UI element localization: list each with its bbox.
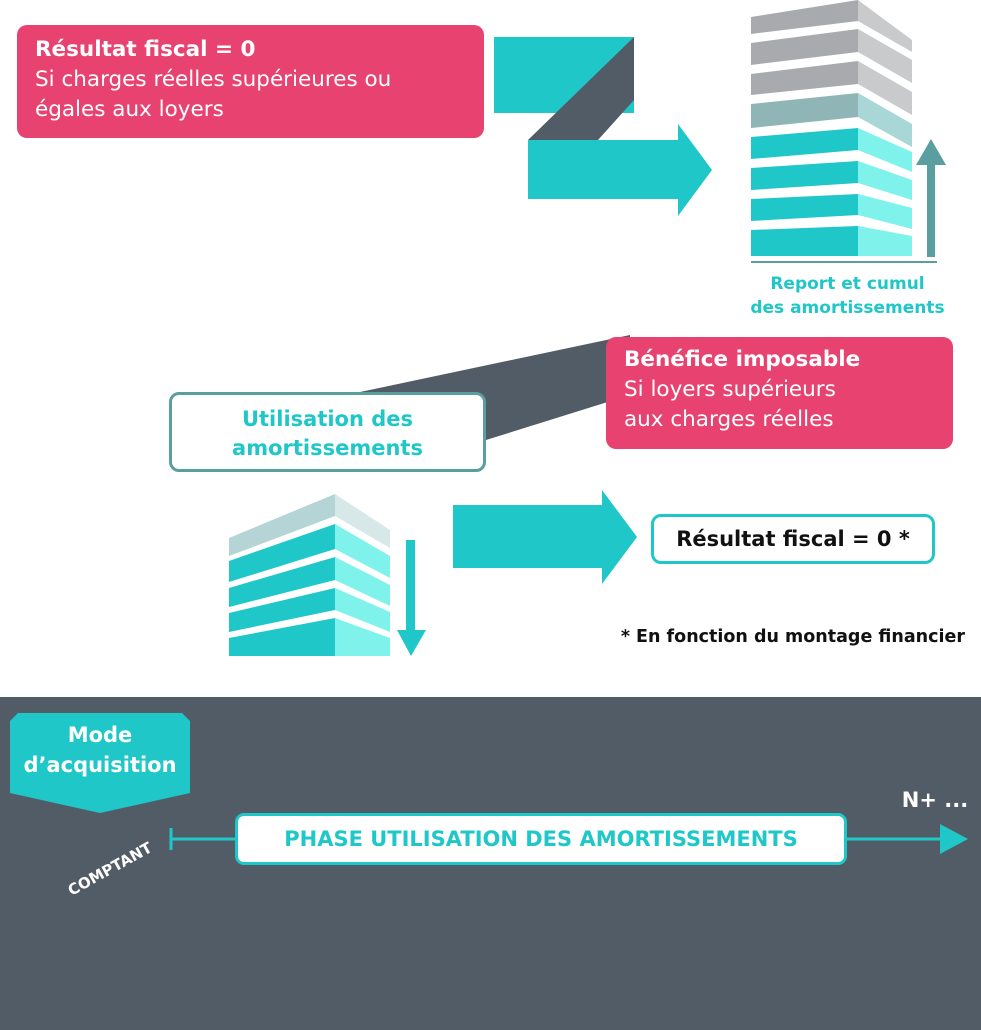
z-arrow-bottom-head [528, 124, 712, 216]
small-building-side [335, 494, 390, 548]
building-side [858, 0, 912, 52]
building-side [858, 161, 912, 200]
building-floor [751, 29, 858, 65]
building-side [858, 194, 912, 229]
small-building-side [335, 618, 390, 656]
z-shaped-flow-arrow-icon [494, 37, 712, 216]
building-side [858, 226, 912, 256]
building-side [858, 93, 912, 147]
utilisation-box: Utilisation des amortissements [169, 392, 486, 472]
benefice-line2: aux charges réelles [624, 407, 834, 432]
footnote: * En fonction du montage financier [620, 627, 965, 647]
building-floor [751, 226, 858, 256]
small-stacked-building-icon [229, 494, 390, 656]
small-building-floor [229, 588, 335, 632]
building-floor [751, 0, 858, 34]
building-floor [751, 93, 858, 128]
building-side [858, 128, 912, 172]
building-side [858, 29, 912, 83]
building-floor [751, 161, 858, 190]
utilisation-line2: amortissements [232, 436, 423, 460]
mode-label: Mode d’acquisition [10, 720, 190, 780]
fiscal-zero-box: Résultat fiscal = 0 Si charges réelles s… [17, 25, 484, 138]
timeline-arrowhead [940, 824, 968, 854]
small-building-side [335, 524, 390, 578]
building-floor [751, 194, 858, 221]
report-label: Report et cumul des amortissements [735, 272, 960, 320]
small-building-floor [229, 557, 335, 607]
report-label-line1: Report et cumul [770, 274, 925, 294]
fiscal-zero-line2: égales aux loyers [35, 97, 224, 122]
small-building-floor [229, 618, 335, 656]
phase-box: PHASE UTILISATION DES AMORTISSEMENTS [235, 813, 847, 865]
benefice-title: Bénéfice imposable [624, 347, 861, 372]
small-building-floor [229, 494, 335, 556]
arrow-right-icon [453, 490, 637, 584]
benefice-line1: Si loyers supérieurs [624, 377, 836, 402]
z-arrow-diagonal [528, 37, 634, 140]
end-label: N+ ... [901, 788, 969, 812]
report-label-line2: des amortissements [750, 298, 945, 318]
building-floor [751, 128, 858, 159]
diagram-graphics [229, 0, 946, 656]
small-building-floor [229, 524, 335, 582]
small-building-side [335, 588, 390, 632]
arrow-up-icon [916, 139, 946, 257]
building-floor [751, 61, 858, 95]
utilisation-line1: Utilisation des [241, 407, 414, 431]
benefice-box: Bénéfice imposable Si loyers supérieurs … [606, 337, 953, 449]
result-zero-box: Résultat fiscal = 0 * [651, 514, 935, 564]
mode-label-line1: Mode [67, 723, 133, 747]
small-building-side [335, 557, 390, 606]
stacked-building-icon [751, 0, 937, 263]
mode-badge-shape [10, 713, 190, 813]
fiscal-zero-title: Résultat fiscal = 0 [35, 37, 256, 62]
fiscal-zero-line1: Si charges réelles supérieures ou [35, 67, 392, 92]
mode-label-line2: d’acquisition [23, 753, 177, 777]
building-side [858, 61, 912, 115]
arrow-down-icon [397, 540, 426, 656]
